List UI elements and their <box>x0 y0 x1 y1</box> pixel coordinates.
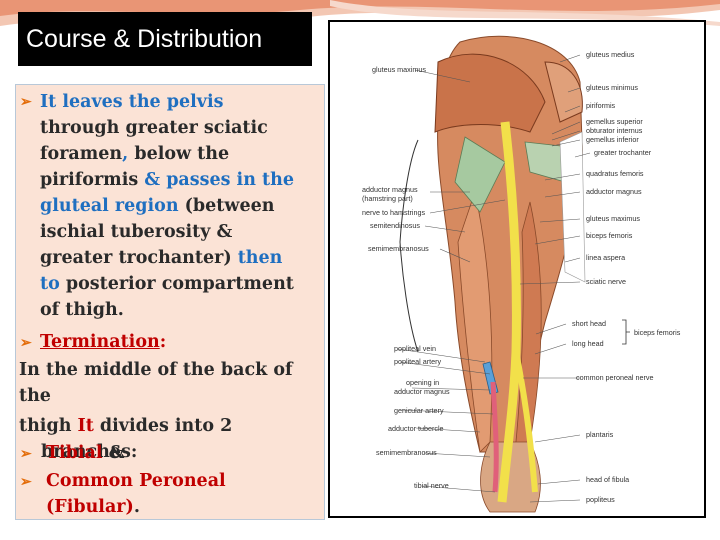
label-linea-aspera: linea aspera <box>586 253 625 262</box>
label-common-peroneal-nerve: common peroneal nerve <box>576 373 654 382</box>
text-line: branches: <box>41 442 138 462</box>
bullet-paragraph-course: It leaves the pelvis through greater sci… <box>40 89 324 323</box>
semitendinosus-shape <box>457 190 493 453</box>
label-gluteus-medius: gluteus medius <box>586 50 635 59</box>
arrow-bullet-icon: ➢ <box>20 474 32 490</box>
text-it-leaves: It leaves the pelvis <box>40 92 224 112</box>
text-panel: ➢ It leaves the pelvis through greater s… <box>15 84 325 520</box>
label-quadratus-femoris: quadratus femoris <box>586 169 644 178</box>
text-comma: , <box>122 144 129 164</box>
posterior-thigh-illustration: gluteus maximus gluteus medius gluteus m… <box>362 35 681 513</box>
termination-colon: : <box>159 332 167 352</box>
branch-tibial: Tibial & <box>46 440 124 466</box>
label-short-head: short head <box>572 319 606 328</box>
label-hamstring-part: (hamstring part) <box>362 194 413 203</box>
text-line: below the <box>128 144 230 164</box>
label-opening-in: opening in <box>406 378 439 387</box>
text-gluteal-region: gluteal region <box>40 196 179 216</box>
label-opening-adductor-magnus: adductor magnus <box>394 387 450 396</box>
middle-of-thigh-paragraph: In the middle of the back of the thigh I… <box>19 357 323 465</box>
label-head-of-fibula: head of fibula <box>586 475 629 484</box>
label-semimembranosus: semimembranosus <box>368 244 429 253</box>
label-semimembranosus-bottom: semimembranosus <box>376 448 437 457</box>
label-gluteus-maximus-right: gluteus maximus <box>586 214 640 223</box>
text-tibial: Tibial <box>46 443 103 463</box>
text-passes: & passes in the <box>144 170 294 190</box>
label-long-head: long head <box>572 339 604 348</box>
branch-common-peroneal: Common Peroneal (Fibular). <box>46 468 324 520</box>
label-adductor-magnus: adductor magnus <box>586 187 642 196</box>
text-line: (between <box>178 196 275 216</box>
tendon-shape <box>454 136 506 213</box>
slide-title: Course & Distribution <box>18 12 312 66</box>
label-popliteal-artery: popliteal artery <box>394 357 442 366</box>
label-greater-trochanter: greater trochanter <box>594 148 652 157</box>
femur-shape <box>559 131 586 283</box>
text-line: foramen <box>40 144 123 164</box>
label-gluteus-maximus: gluteus maximus <box>372 65 426 74</box>
arrow-bullet-icon: ➢ <box>20 335 32 351</box>
label-gemellus-inferior: gemellus inferior <box>586 135 639 144</box>
figure-labels: gluteus maximus gluteus medius gluteus m… <box>362 50 681 504</box>
label-popliteal-vein: popliteal vein <box>394 344 436 353</box>
arrow-bullet-icon: ➢ <box>20 94 32 110</box>
leader-lines <box>397 54 591 503</box>
text-line: of thigh. <box>40 300 124 320</box>
text-common-peroneal: Common Peroneal (Fibular) <box>46 471 226 517</box>
text-period: . <box>133 497 140 517</box>
label-nerve-to-hamstrings: nerve to hamstrings <box>362 208 426 217</box>
text-line: greater trochanter) <box>40 248 238 268</box>
label-sciatic-nerve: sciatic nerve <box>586 277 626 286</box>
label-semitendinosus: semitendinosus <box>370 221 420 230</box>
text-line: posterior compartment <box>59 274 294 294</box>
termination-label: Termination <box>40 332 160 352</box>
text-to: to <box>40 274 60 294</box>
label-piriformis: piriformis <box>586 101 616 110</box>
termination-heading: Termination: <box>40 329 166 355</box>
anatomy-figure-frame: gluteus maximus gluteus medius gluteus m… <box>328 20 706 518</box>
text-line: ischial tuberosity & <box>40 222 233 242</box>
sciatic-nerve-shape <box>497 121 521 503</box>
label-obturator-internus: obturator internus <box>586 126 643 135</box>
text-it: It <box>77 416 94 436</box>
label-plantaris: plantaris <box>586 430 614 439</box>
label-popliteus: popliteus <box>586 495 615 504</box>
label-tibial-nerve: tibial nerve <box>414 481 449 490</box>
bracket-line <box>622 319 630 345</box>
popliteal-artery-shape <box>490 381 499 493</box>
label-genicular-artery: genicular artery <box>394 406 444 415</box>
label-gluteus-minimus: gluteus minimus <box>586 83 638 92</box>
label-adductor-magnus-hamstring: adductor magnus <box>362 185 418 194</box>
text-line: thigh <box>19 416 78 436</box>
text-line: piriformis <box>40 170 145 190</box>
text-line: through greater sciatic <box>40 118 268 138</box>
label-adductor-tubercle: adductor tubercle <box>388 424 444 433</box>
text-line: divides into 2 <box>93 416 233 436</box>
label-biceps-femoris-group: biceps femoris <box>634 328 681 337</box>
text-line: In the middle of the back of the <box>19 360 293 406</box>
arrow-bullet-icon: ➢ <box>20 446 32 462</box>
text-then: then <box>237 248 283 268</box>
label-gemellus-superior: gemellus superior <box>586 117 643 126</box>
bracket-line <box>399 139 419 353</box>
gluteus-maximus-shape <box>434 53 546 133</box>
label-biceps-femoris: biceps femoris <box>586 231 633 240</box>
text-ampersand: & <box>102 443 125 463</box>
